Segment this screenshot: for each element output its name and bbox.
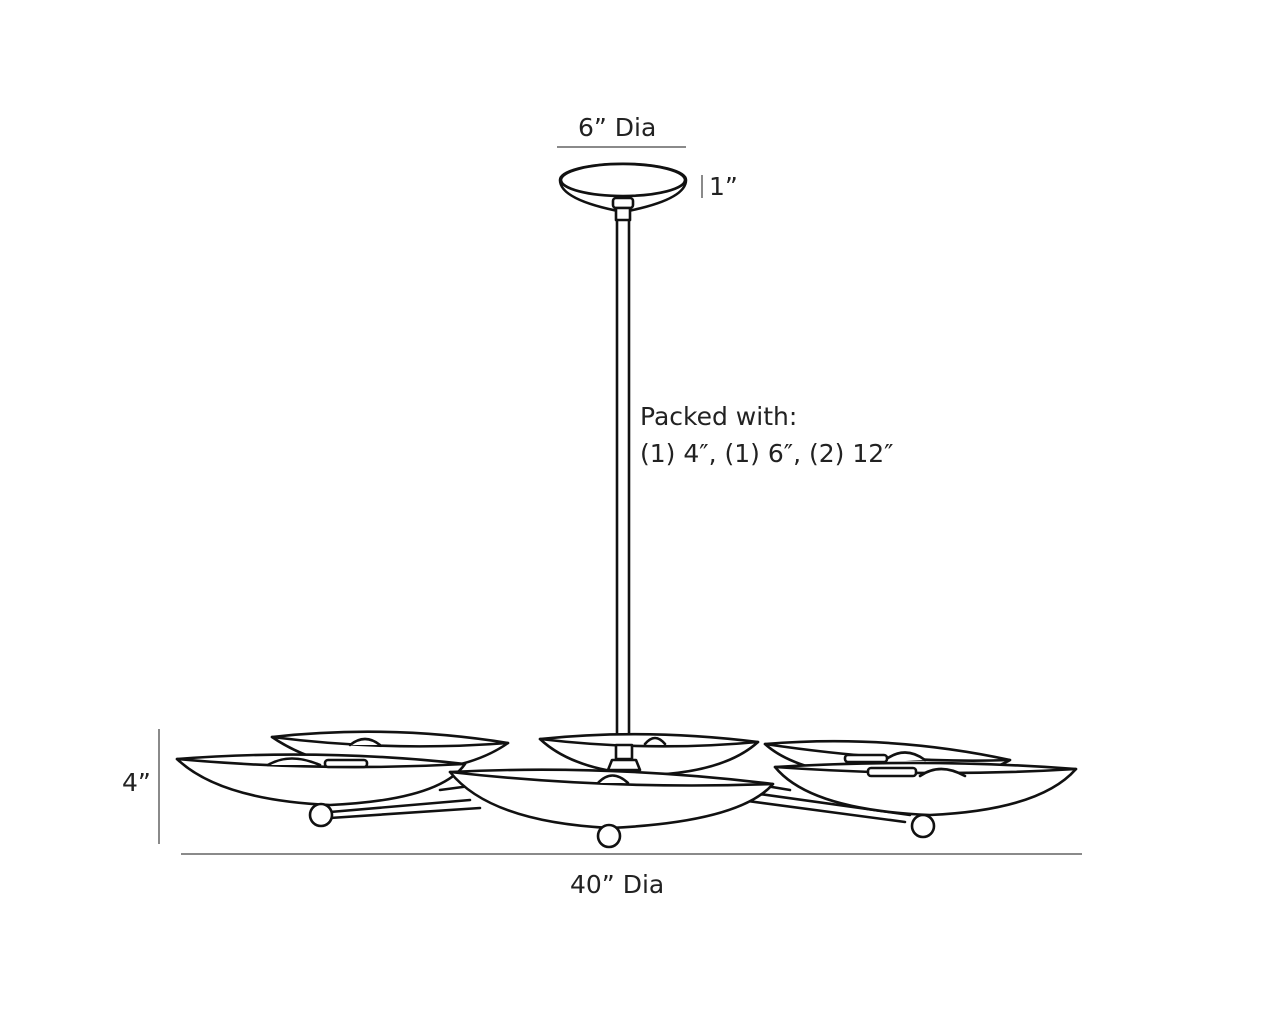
canopy <box>558 162 688 222</box>
shade-front-left <box>175 753 467 828</box>
shade-back-center <box>538 732 760 777</box>
packed-with-details: (1) 4″, (1) 6″, (2) 12″ <box>640 439 894 468</box>
collar <box>606 743 642 772</box>
canopy-diameter-label: 6” Dia <box>578 113 657 142</box>
canopy-height-label: 1” <box>709 172 738 201</box>
shade-front-center <box>448 768 775 849</box>
fixture-height-label: 4” <box>122 768 151 797</box>
fixture-diameter-label: 40” Dia <box>570 870 665 899</box>
packed-with-heading: Packed with: <box>640 402 798 431</box>
stem <box>615 218 631 747</box>
shade-front-right <box>773 761 1078 839</box>
